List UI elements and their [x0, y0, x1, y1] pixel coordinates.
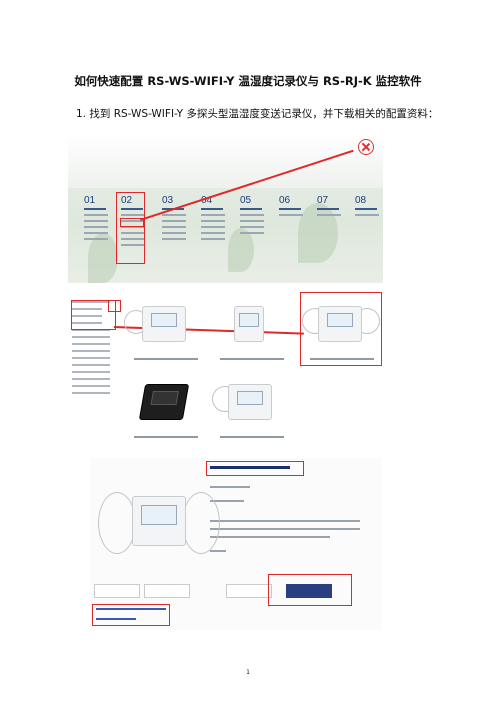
menu-column-04[interactable]: 04 — [201, 195, 235, 244]
menu-column-06[interactable]: 06 — [279, 195, 313, 220]
highlight-box-product — [300, 292, 382, 366]
product-heading — [210, 466, 290, 469]
highlight-box-category — [71, 300, 116, 330]
download-link-2[interactable] — [96, 618, 136, 620]
highlight-box-submenu — [120, 218, 144, 227]
close-icon[interactable] — [358, 139, 374, 155]
product-card-5[interactable] — [212, 374, 284, 438]
document-title: 如何快速配置 RS-WS-WIFI-Y 温湿度记录仪与 RS-RJ-K 监控软件 — [74, 74, 422, 88]
tab-3[interactable] — [226, 584, 272, 598]
product-detail-screenshot — [90, 458, 382, 630]
product-card-2[interactable] — [216, 296, 284, 360]
page-number: 1 — [246, 669, 250, 676]
product-card-1[interactable] — [124, 296, 198, 360]
step-1-text: 1. 找到 RS-WS-WIFI-Y 多探头型温湿度变送记录仪，并下载相关的配置… — [76, 108, 439, 120]
highlight-box-heading — [206, 461, 304, 476]
website-menu-screenshot: 01 02 03 04 05 06 07 08 — [68, 133, 383, 283]
highlight-box-download-tab — [268, 574, 352, 606]
tab-1[interactable] — [94, 584, 140, 598]
menu-column-05[interactable]: 05 — [240, 195, 274, 238]
download-link-1[interactable] — [96, 608, 166, 610]
menu-column-02[interactable]: 02 — [121, 195, 155, 250]
menu-column-01[interactable]: 01 — [84, 195, 118, 244]
screenshot-header-area — [68, 133, 383, 188]
highlight-box-download-links — [92, 604, 170, 626]
product-card-3[interactable] — [302, 296, 380, 360]
product-image — [98, 488, 220, 558]
menu-column-08[interactable]: 08 — [355, 195, 383, 220]
menu-column-07[interactable]: 07 — [317, 195, 351, 220]
tab-2[interactable] — [144, 584, 190, 598]
tab-download[interactable] — [286, 584, 332, 598]
product-card-4[interactable] — [130, 374, 198, 438]
category-sidebar[interactable] — [72, 296, 124, 399]
product-list-screenshot — [68, 290, 386, 442]
highlight-box-products — [116, 192, 145, 264]
highlight-box-expand — [108, 300, 121, 312]
